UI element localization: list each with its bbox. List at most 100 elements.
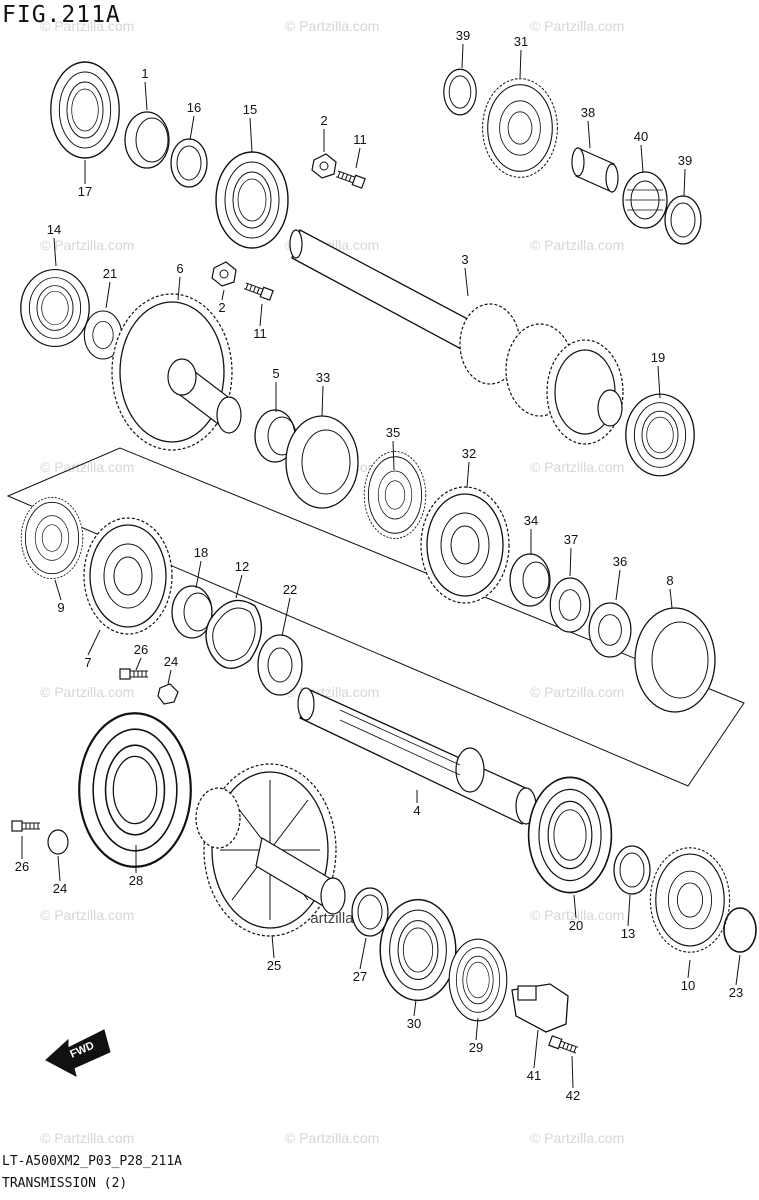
callout-label-c16[interactable]: 16 — [187, 100, 201, 115]
callout-label-c30[interactable]: 30 — [407, 1016, 421, 1031]
part-11-bolt — [334, 168, 366, 189]
model-code: LT-A500XM2_P03_P28_211A — [2, 1154, 183, 1169]
callout-label-c10[interactable]: 10 — [681, 978, 695, 993]
callout-label-c35[interactable]: 35 — [386, 425, 400, 440]
callout-label-c40[interactable]: 40 — [634, 129, 648, 144]
leader-line-c37 — [569, 547, 572, 577]
callout-label-c18[interactable]: 18 — [194, 545, 208, 560]
leader-line-c21 — [105, 281, 111, 309]
callout-label-c13[interactable]: 13 — [621, 926, 635, 941]
callout-label-c15[interactable]: 15 — [243, 102, 257, 117]
leader-line-c29 — [475, 1017, 479, 1041]
callout-label-c6[interactable]: 6 — [176, 261, 183, 276]
callout-label-c36[interactable]: 36 — [613, 554, 627, 569]
leader-line-c41 — [533, 1029, 539, 1069]
callout-label-c1[interactable]: 1 — [141, 66, 148, 81]
callout-label-c26a[interactable]: 26 — [134, 642, 148, 657]
subassembly-outline — [6, 447, 745, 787]
callout-label-c24b[interactable]: 24 — [53, 881, 67, 896]
callout-label-c24a[interactable]: 24 — [164, 654, 178, 669]
leader-line-c9 — [54, 579, 62, 601]
callout-label-c2a[interactable]: 2 — [320, 113, 327, 128]
part-10-gear — [649, 847, 731, 953]
callout-label-c39a[interactable]: 39 — [456, 28, 470, 43]
leader-line-c39a — [461, 43, 464, 69]
callout-label-c20[interactable]: 20 — [569, 918, 583, 933]
callout-label-c22[interactable]: 22 — [283, 582, 297, 597]
part-42-bolt — [548, 1035, 580, 1056]
callout-label-c4[interactable]: 4 — [413, 803, 420, 818]
callout-label-c34[interactable]: 34 — [524, 513, 538, 528]
leader-line-c19 — [657, 365, 661, 399]
callout-label-c21[interactable]: 21 — [103, 266, 117, 281]
callout-label-c38[interactable]: 38 — [581, 105, 595, 120]
leader-line-c13 — [627, 894, 631, 927]
callout-layer: 1223456789101111121314151617181920212223… — [15, 28, 743, 1103]
callout-label-c23[interactable]: 23 — [729, 985, 743, 1000]
fwd-arrow-icon: FWD — [45, 1029, 111, 1077]
part-34-bushing — [509, 553, 551, 607]
part-24-washer-lower — [47, 829, 69, 855]
callout-label-c5[interactable]: 5 — [272, 366, 279, 381]
part-2-nut — [311, 153, 337, 179]
callout-label-c17[interactable]: 17 — [78, 184, 92, 199]
callout-label-c39b[interactable]: 39 — [678, 153, 692, 168]
watermark: © Partzilla.com — [40, 18, 134, 34]
leader-line-c35 — [392, 440, 395, 471]
callout-label-c11a[interactable]: 11 — [353, 132, 367, 147]
leader-line-c2b — [221, 289, 225, 301]
part-28-bearing — [78, 712, 192, 868]
callout-label-c26b[interactable]: 26 — [15, 859, 29, 874]
callout-label-c19[interactable]: 19 — [651, 350, 665, 365]
leader-line-c14 — [53, 237, 57, 267]
callout-label-c29[interactable]: 29 — [469, 1040, 483, 1055]
diagram-name: TRANSMISSION (2) — [2, 1176, 128, 1191]
watermarks: © Partzilla.com © Partzilla.com © Partzi… — [40, 18, 624, 1146]
figure-title: FIG.211A — [2, 2, 121, 28]
part-18-bushing — [171, 585, 213, 639]
callout-label-c25[interactable]: 25 — [267, 958, 281, 973]
callout-label-c12[interactable]: 12 — [235, 559, 249, 574]
leader-line-c36 — [615, 569, 621, 601]
callout-label-c8[interactable]: 8 — [666, 573, 673, 588]
leader-line-c7 — [87, 629, 101, 656]
callout-label-c2b[interactable]: 2 — [218, 300, 225, 315]
callout-label-c7[interactable]: 7 — [84, 655, 91, 670]
part-23-circlip — [723, 907, 757, 953]
part-6-gear — [111, 293, 242, 451]
part-27-ring — [351, 887, 389, 937]
callout-label-c9[interactable]: 9 — [57, 600, 64, 615]
callout-label-c42[interactable]: 42 — [566, 1088, 580, 1103]
callout-label-c14[interactable]: 14 — [47, 222, 61, 237]
part-41-sensor — [511, 983, 569, 1033]
part-13-ring — [613, 845, 651, 895]
callout-label-c33[interactable]: 33 — [316, 370, 330, 385]
callout-label-c3[interactable]: 3 — [461, 252, 468, 267]
part-22-washer — [257, 634, 303, 696]
callout-label-c11b[interactable]: 11 — [253, 326, 267, 341]
part-14-bearing — [20, 268, 90, 348]
part-1-bushing — [122, 111, 172, 170]
part-36-lock-washer — [588, 602, 632, 658]
part-39-washer-right — [664, 195, 702, 245]
part-24-washer — [157, 683, 179, 705]
callout-label-c27[interactable]: 27 — [353, 969, 367, 984]
part-32-gear — [420, 486, 510, 604]
callout-label-c28[interactable]: 28 — [129, 873, 143, 888]
callout-label-c32[interactable]: 32 — [462, 446, 476, 461]
part-4-shaft — [297, 687, 537, 825]
leader-line-c8 — [669, 588, 673, 609]
watermark: © Partzilla.com — [530, 459, 624, 475]
part-35-gear — [363, 451, 427, 539]
callout-label-c41[interactable]: 41 — [527, 1068, 541, 1083]
leader-line-c16 — [189, 115, 195, 141]
callout-label-c37[interactable]: 37 — [564, 532, 578, 547]
leader-line-c40 — [640, 144, 644, 173]
leader-line-c10 — [687, 959, 691, 979]
leader-line-c11a — [355, 147, 361, 169]
callout-label-c31[interactable]: 31 — [514, 34, 528, 49]
part-20-bearing — [527, 776, 613, 894]
part-30-bearing — [379, 898, 457, 1002]
